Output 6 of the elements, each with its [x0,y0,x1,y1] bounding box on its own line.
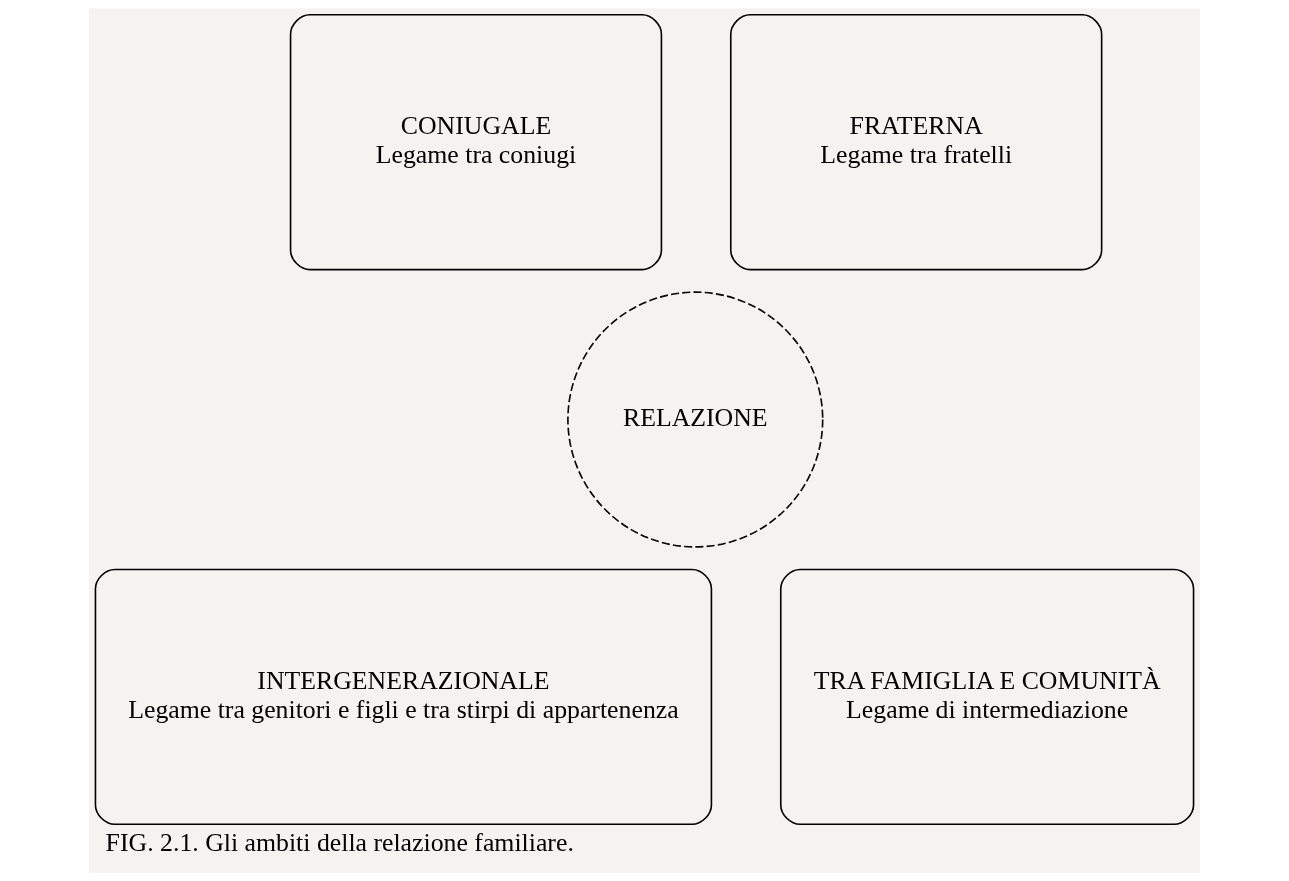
node-circle: RELAZIONE [567,291,824,548]
node-box: INTERGENERAZIONALE Legame tra genitori e figli e tra stirpi di appartenenza [94,568,713,826]
caption: FIG. 2.1. Gli ambiti della relazione familiare. [105,828,574,858]
node-box: TRA FAMIGLIA E COMUNITÀ Legame di intermediazione [779,568,1195,826]
node-box: FRATERNA Legame tra fratelli [729,14,1103,271]
node-box: CONIUGALE Legame tra coniugi [289,14,663,271]
